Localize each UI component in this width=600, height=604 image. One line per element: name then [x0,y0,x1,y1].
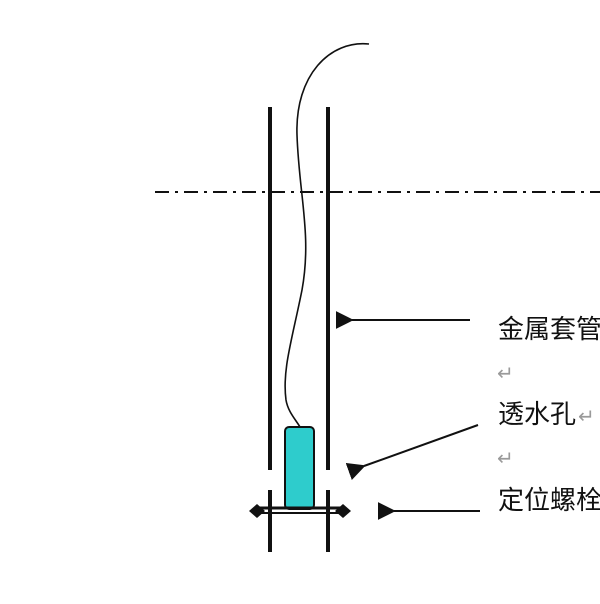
diamond-icon [249,504,265,518]
return-mark: ↵ [578,404,595,428]
return-mark: ↵ [497,446,514,470]
sensor-body [284,426,315,510]
label-locating-bolt: 定位螺栓 [498,486,600,516]
label-filter-hole: 透水孔 [498,400,577,430]
diamond-icon [335,504,351,518]
arrow-left-icon [345,424,479,480]
label-casing: 金属套管 [498,315,600,345]
sensor-cable [284,42,370,428]
return-mark: ↵ [497,361,514,385]
